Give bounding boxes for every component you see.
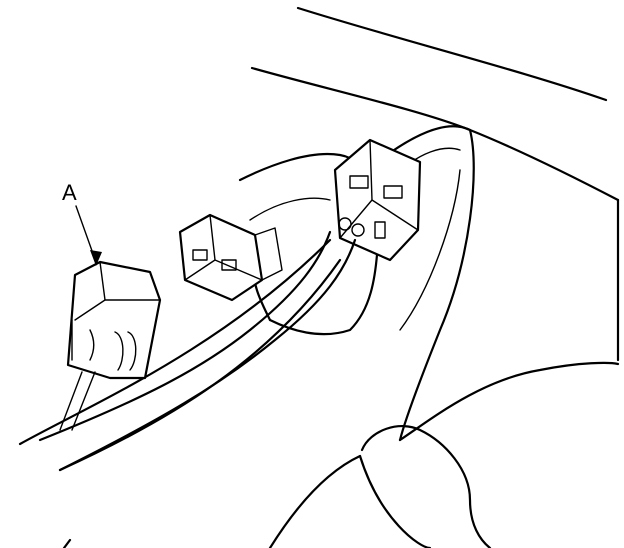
callout-a-label: A — [62, 180, 77, 205]
callout-a-arrowhead — [90, 250, 102, 266]
body-panel — [250, 6, 620, 442]
lower-frame — [18, 238, 492, 548]
upper-connector — [333, 138, 422, 262]
callout-a: A — [62, 180, 102, 266]
middle-connector — [178, 213, 283, 302]
main-harness — [38, 230, 357, 472]
connector-a — [59, 260, 162, 431]
